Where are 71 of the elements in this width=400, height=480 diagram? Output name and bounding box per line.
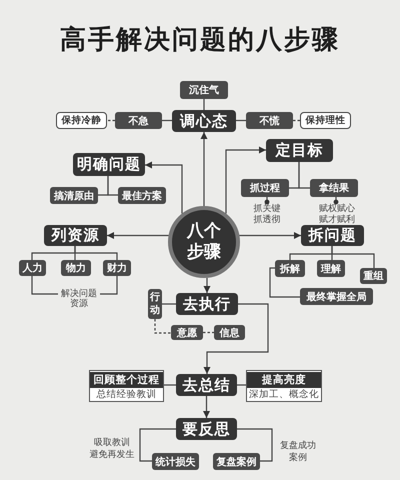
connector-line (237, 428, 273, 462)
sub-step-box: 最终掌握全局 (300, 288, 373, 305)
sub-step-box: 复盘案例 (213, 453, 260, 470)
sub-step-box: 抓过程 (241, 179, 289, 197)
connector-line (74, 246, 118, 260)
step-box: 去总结 (176, 374, 237, 396)
connector-line (164, 384, 176, 386)
sub-step-box: 拆解 (275, 260, 305, 277)
note-text: 吸取教训 (93, 437, 131, 449)
note-text: 复盘成功案例 (279, 440, 317, 464)
sub-step-box: 意愿 (171, 325, 203, 340)
note-text: 抓关键抓透彻 (247, 204, 287, 225)
info-card (89, 370, 164, 402)
sub-step-box: 不急 (115, 112, 162, 129)
connector-line (236, 120, 246, 122)
step-box: 列资源 (44, 225, 107, 246)
outlined-box: 保持冷静 (56, 112, 107, 129)
arrow (204, 278, 210, 293)
title: 高手解决问题的八步骤 (59, 24, 341, 57)
connector-line (107, 176, 118, 196)
sub-step-box: 沉住气 (180, 81, 228, 99)
card-heading: 回顾整个过程 (90, 372, 163, 388)
step-box: 去执行 (176, 293, 238, 315)
connector-line (269, 267, 300, 298)
connector-line (203, 99, 205, 110)
step-box: 调心态 (172, 110, 236, 132)
connector-line (162, 120, 172, 122)
sub-step-box: 重组 (360, 268, 387, 284)
connector-line (331, 246, 375, 268)
sub-step-box: 统计损失 (152, 453, 199, 470)
info-card (246, 370, 322, 402)
sub-step-box: 人力 (19, 260, 46, 276)
connector-line (100, 276, 118, 295)
step-box: 要反思 (176, 418, 237, 440)
connector-line (264, 197, 270, 204)
arrow (145, 162, 183, 214)
sub-step-box: 信息 (214, 325, 245, 340)
sub-step-box: 行动 (148, 289, 162, 319)
sub-step-box: 搞清原由 (50, 187, 98, 204)
connector-line (162, 303, 176, 305)
arrow (239, 232, 301, 239)
sub-step-box: 物力 (61, 260, 91, 276)
arrow (204, 303, 269, 374)
outlined-box: 保持理性 (300, 112, 351, 129)
note-text: 赋权赋心赋才赋利 (314, 204, 360, 225)
sub-step-box: 财力 (103, 260, 131, 276)
arrow (203, 396, 210, 418)
step-box: 明确问题 (73, 153, 145, 176)
connector-line (107, 120, 115, 122)
connector-line (293, 120, 300, 122)
connector-line (31, 276, 58, 295)
sub-step-box: 最佳方案 (118, 187, 166, 204)
step-box: 拆问题 (301, 225, 364, 246)
note-text: 避免再发生 (88, 449, 136, 461)
connector-line (334, 197, 338, 204)
connector-line (298, 162, 310, 189)
connector-line (203, 332, 214, 334)
arrow (107, 232, 169, 239)
card-heading: 提高亮度 (247, 372, 321, 388)
arrow (200, 132, 208, 206)
step-circle: 八个步骤 (168, 206, 240, 278)
card-text: 总结经验教训 (96, 388, 158, 400)
step-box: 定目标 (266, 139, 333, 162)
sub-step-box: 理解 (317, 260, 345, 277)
sub-step-box: 不慌 (246, 112, 293, 129)
arrow (225, 146, 266, 214)
connector-line (139, 428, 176, 462)
sub-step-box: 拿结果 (310, 179, 358, 197)
card-text: 深加工、概念化 (248, 388, 320, 400)
connector-line (154, 319, 171, 334)
note-text: 解决问题资源 (58, 286, 100, 312)
